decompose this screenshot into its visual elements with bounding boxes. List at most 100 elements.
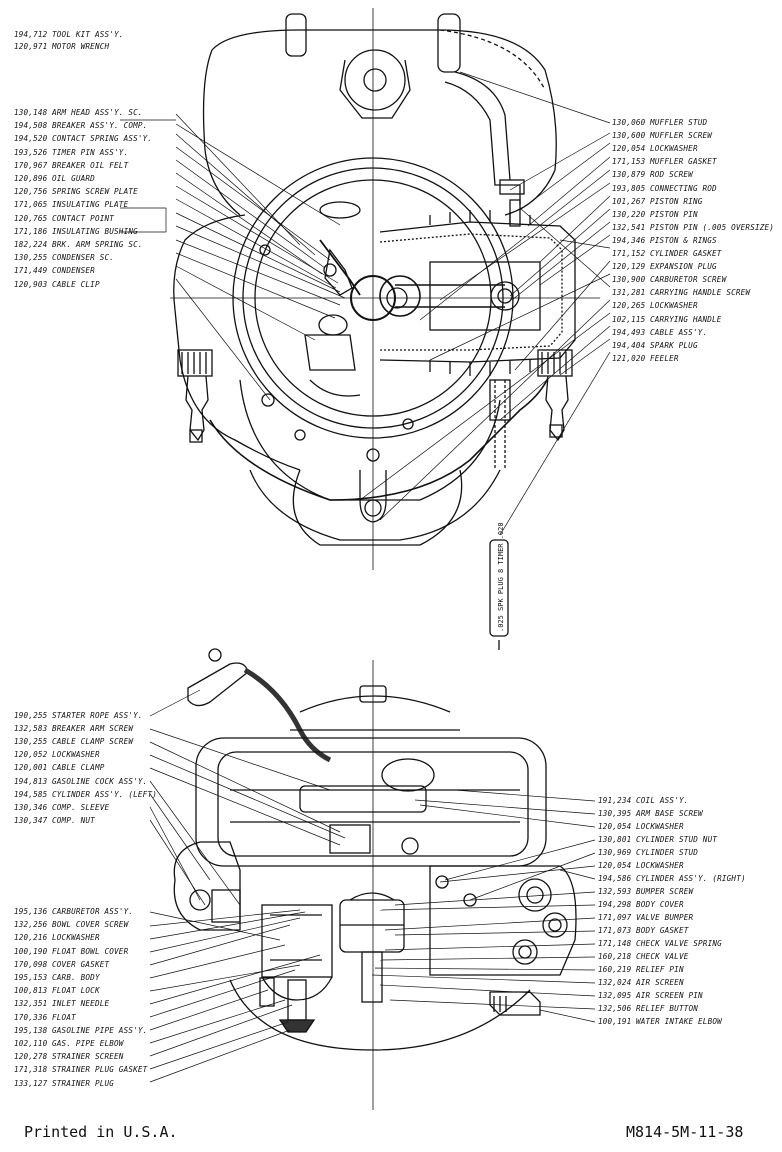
part-number: 171,097 [598, 913, 632, 922]
part-name: PISTON & RINGS [650, 235, 717, 245]
part-name: LOCKWASHER [52, 933, 100, 943]
part-label: 171,449 CONDENSER [14, 266, 95, 276]
part-number: 195,136 [14, 907, 48, 916]
part-number: 194,508 [14, 121, 48, 131]
leader-lines [120, 71, 611, 1083]
part-name: EXPANSION PLUG [650, 262, 717, 272]
part-name: PISTON PIN [650, 209, 698, 219]
part-name: CONNECTING ROD [650, 183, 717, 193]
part-number: 120,971 [14, 42, 48, 51]
part-number: 191,234 [598, 796, 632, 805]
part-name: ROD SCREW [650, 170, 693, 180]
part-name: MUFFLER SCREW [650, 131, 713, 141]
part-number: 120,896 [14, 174, 48, 183]
upper-engine-view [170, 8, 600, 650]
part-name: CONTACT POINT [52, 213, 115, 223]
part-name: STARTER ROPE ASS'Y. [52, 711, 143, 720]
part-name: MUFFLER STUD [650, 118, 708, 127]
part-name: SPARK PLUG [650, 340, 698, 350]
part-number: 133,127 [14, 1078, 48, 1088]
part-name: GASOLINE PIPE ASS'Y. [52, 1025, 148, 1035]
part-label: 171,152 CYLINDER GASKET [612, 249, 722, 259]
document-code: M814-5M-11-38 [626, 1123, 744, 1141]
part-number: 194,712 [14, 30, 48, 39]
part-number: 171,449 [14, 266, 48, 276]
printed-in-text: Printed in U.S.A. [24, 1123, 178, 1141]
feeler-gauge-text: .025 SPK PLUG 8 TIMER .020 [497, 522, 505, 632]
part-number: 194,298 [598, 900, 632, 909]
part-name: RELIEF BUTTON [636, 1004, 699, 1013]
part-number: 195,153 [14, 973, 48, 982]
part-name: AIR SCREEN PIN [636, 991, 703, 1000]
part-name: COMP. NUT [52, 815, 95, 825]
part-number: 182,224 [14, 240, 48, 249]
part-name: CONDENSER SC. [52, 253, 115, 263]
part-name: CARRYING HANDLE SCREW [650, 288, 751, 298]
part-name: TIMER PIN ASS'Y. [52, 147, 129, 157]
part-number: 120,001 [14, 763, 48, 773]
lower-engine-view [173, 648, 577, 1110]
part-label: 194,298 BODY COVER [598, 900, 684, 910]
part-number: 120,278 [14, 1052, 48, 1062]
part-number: 130,346 [14, 802, 48, 812]
part-name: CABLE ASS'Y. [650, 327, 708, 337]
part-name: FLOAT LOCK [52, 986, 100, 996]
part-name: CONDENSER [52, 266, 95, 276]
part-number: 120,903 [14, 279, 48, 289]
part-number: 132,095 [598, 991, 632, 1000]
part-number: 100,191 [598, 1017, 632, 1026]
part-number: 120,756 [14, 187, 48, 197]
part-name: CABLE CLAMP SCREW [52, 737, 134, 747]
part-name: CYLINDER STUD [636, 848, 699, 857]
part-number: 120,054 [598, 861, 632, 870]
part-name: COMP. SLEEVE [52, 802, 110, 812]
part-number: 121,020 [612, 353, 646, 363]
part-label: 132,095 AIR SCREEN PIN [598, 991, 703, 1001]
part-name: FLOAT [52, 1012, 76, 1022]
part-name: CYLINDER ASS'Y. (LEFT) [52, 789, 157, 799]
part-number: 171,152 [612, 249, 646, 258]
part-name: CYLINDER STUD NUT [636, 835, 718, 844]
part-name: CYLINDER GASKET [650, 249, 722, 258]
part-number: 160,218 [598, 952, 632, 961]
part-number: 130,060 [612, 118, 646, 127]
part-number: 130,600 [612, 131, 646, 141]
part-number: 190,255 [14, 711, 48, 720]
part-name: BODY COVER [636, 900, 684, 909]
part-name: ARM BASE SCREW [636, 809, 703, 818]
part-name: BOWL COVER SCREW [52, 920, 129, 930]
spark-plug-right [537, 349, 573, 442]
part-number: 120,054 [612, 144, 646, 154]
part-number: 130,255 [14, 737, 48, 747]
part-name: COIL ASS'Y. [636, 796, 689, 805]
part-number: 170,098 [14, 959, 48, 969]
part-label: 190,255 STARTER ROPE ASS'Y. [14, 711, 143, 721]
